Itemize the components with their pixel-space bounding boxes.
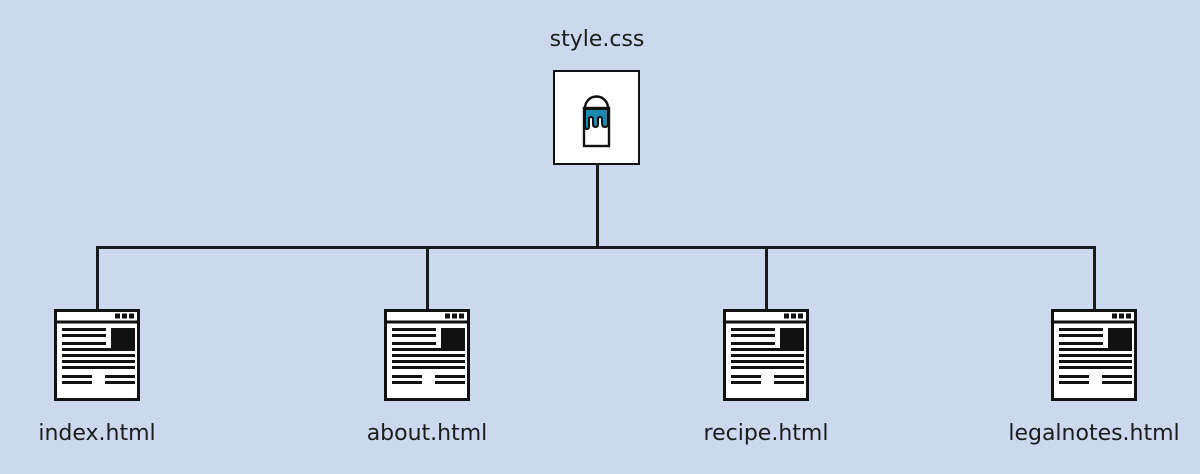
connector-recipe	[765, 246, 768, 310]
page-label-legalnotes: legalnotes.html	[1008, 421, 1180, 446]
web-page-icon	[1051, 309, 1137, 401]
connector-legalnotes	[1093, 246, 1096, 310]
page-node-about	[384, 309, 470, 401]
web-page-icon	[384, 309, 470, 401]
stylesheet-node	[553, 70, 640, 165]
web-page-icon	[54, 309, 140, 401]
root-connector	[596, 163, 599, 248]
page-label-index: index.html	[38, 421, 156, 446]
horizontal-connector	[96, 246, 1096, 249]
paint-bucket-icon	[582, 95, 611, 148]
page-node-recipe	[723, 309, 809, 401]
page-label-recipe: recipe.html	[703, 421, 829, 446]
page-label-about: about.html	[366, 421, 488, 446]
connector-about	[426, 246, 429, 310]
web-page-icon	[723, 309, 809, 401]
connector-index	[96, 246, 99, 310]
root-label: style.css	[549, 27, 645, 52]
page-node-legalnotes	[1051, 309, 1137, 401]
page-node-index	[54, 309, 140, 401]
